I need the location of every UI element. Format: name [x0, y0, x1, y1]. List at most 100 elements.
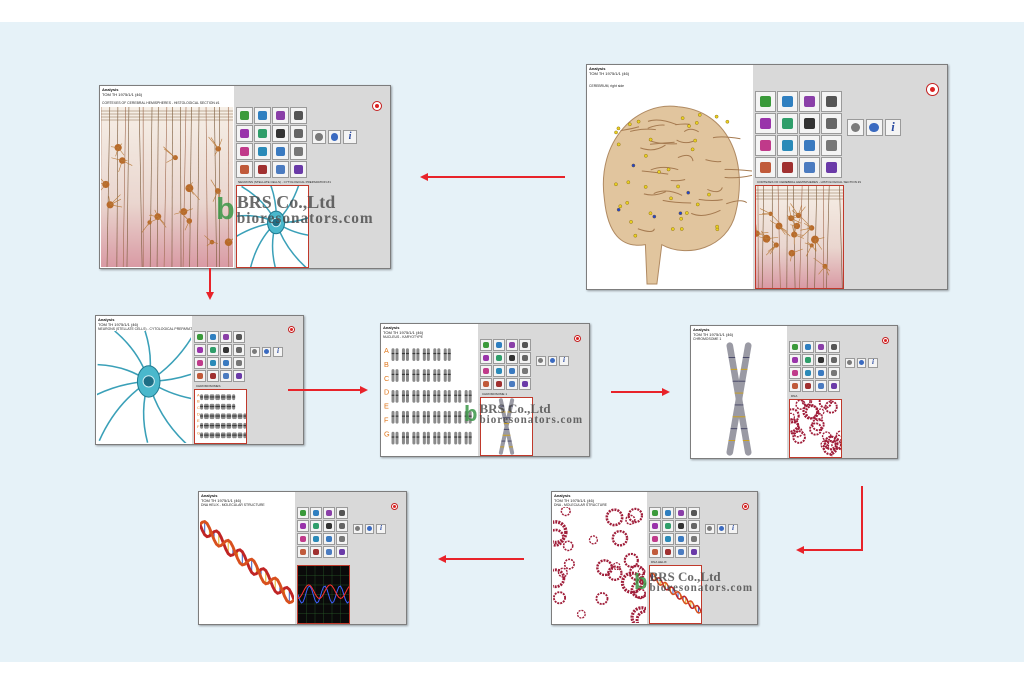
main-image-area[interactable] [101, 107, 233, 267]
triangle-button[interactable] [480, 352, 492, 364]
chromosome-button[interactable] [310, 507, 322, 519]
record-button[interactable] [288, 326, 295, 333]
meter-button[interactable] [821, 135, 842, 156]
arrow-button[interactable] [802, 354, 814, 366]
chart-button[interactable] [519, 378, 531, 390]
record-button[interactable] [372, 101, 382, 111]
wave-button[interactable] [194, 357, 206, 369]
dropper-button[interactable] [336, 520, 348, 532]
sub-image-preview[interactable]: DNA HELIX [649, 560, 702, 624]
chart-button[interactable] [233, 370, 245, 382]
record-button[interactable] [574, 335, 581, 342]
add-button[interactable] [297, 507, 309, 519]
bottle-button[interactable] [688, 507, 700, 519]
info-button[interactable]: i [559, 356, 569, 366]
tube-button[interactable] [815, 380, 827, 392]
info-button[interactable]: i [728, 524, 738, 534]
bottle-button[interactable] [519, 339, 531, 351]
record-button[interactable] [391, 503, 398, 510]
disc-button[interactable] [536, 356, 546, 366]
meter-button[interactable] [828, 367, 840, 379]
bottle-button[interactable] [233, 331, 245, 343]
dropper-button[interactable] [290, 125, 307, 142]
heart-button[interactable] [777, 157, 798, 178]
bottle-button[interactable] [828, 341, 840, 353]
flask-button[interactable] [261, 347, 272, 357]
meter-button[interactable] [233, 357, 245, 369]
main-image-area[interactable] [200, 507, 294, 623]
close-button[interactable] [323, 520, 335, 532]
disc-button[interactable] [845, 358, 855, 368]
disc-button[interactable] [705, 524, 715, 534]
sub-image-preview[interactable] [297, 565, 350, 624]
chromosome-button[interactable] [493, 339, 505, 351]
close-button[interactable] [675, 520, 687, 532]
tube-button[interactable] [799, 157, 820, 178]
record-button[interactable] [742, 503, 749, 510]
chromosome-button[interactable] [777, 91, 798, 112]
arrow-button[interactable] [254, 125, 271, 142]
chromosome-button[interactable] [662, 507, 674, 519]
close-button[interactable] [815, 354, 827, 366]
triangle-button[interactable] [649, 520, 661, 532]
chromosome-button[interactable] [207, 331, 219, 343]
sub-image-preview[interactable]: CORTEXES OF CEREBRAL HEMISPHERES - HISTO… [755, 180, 861, 289]
info-button[interactable]: i [884, 119, 902, 136]
tube-button[interactable] [506, 378, 518, 390]
magnet-button[interactable] [220, 331, 232, 343]
heart-button[interactable] [493, 378, 505, 390]
flask-button[interactable] [865, 119, 883, 136]
magnet-button[interactable] [323, 507, 335, 519]
meter-button[interactable] [688, 533, 700, 545]
add-button[interactable] [236, 107, 253, 124]
main-image-area[interactable] [97, 331, 191, 443]
screen-button[interactable] [493, 365, 505, 377]
close-button[interactable] [272, 125, 289, 142]
screen-button[interactable] [777, 135, 798, 156]
dropper-button[interactable] [828, 354, 840, 366]
chromosome-button[interactable] [802, 341, 814, 353]
flask-button[interactable] [327, 130, 342, 144]
wave-button[interactable] [755, 135, 776, 156]
triangle-button[interactable] [236, 125, 253, 142]
heart-button[interactable] [310, 546, 322, 558]
wave-button[interactable] [236, 143, 253, 160]
record-button[interactable] [882, 337, 889, 344]
tissue-button[interactable] [789, 380, 801, 392]
dropper-button[interactable] [821, 113, 842, 134]
magnet-button[interactable] [675, 507, 687, 519]
pill-button[interactable] [799, 135, 820, 156]
flask-button[interactable] [364, 524, 375, 534]
dropper-button[interactable] [688, 520, 700, 532]
flask-button[interactable] [547, 356, 558, 366]
tissue-button[interactable] [297, 546, 309, 558]
dropper-button[interactable] [519, 352, 531, 364]
dropper-button[interactable] [233, 344, 245, 356]
wave-button[interactable] [649, 533, 661, 545]
heart-button[interactable] [254, 161, 271, 178]
pill-button[interactable] [675, 533, 687, 545]
tissue-button[interactable] [194, 370, 206, 382]
add-button[interactable] [755, 91, 776, 112]
wave-button[interactable] [480, 365, 492, 377]
arrow-button[interactable] [777, 113, 798, 134]
flask-button[interactable] [856, 358, 867, 368]
chromosome-button[interactable] [254, 107, 271, 124]
record-button[interactable] [926, 83, 939, 96]
triangle-button[interactable] [789, 354, 801, 366]
magnet-button[interactable] [799, 91, 820, 112]
main-image-area[interactable] [588, 91, 752, 288]
triangle-button[interactable] [755, 113, 776, 134]
disc-button[interactable] [847, 119, 864, 136]
add-button[interactable] [649, 507, 661, 519]
tissue-button[interactable] [236, 161, 253, 178]
screen-button[interactable] [207, 357, 219, 369]
wave-button[interactable] [297, 533, 309, 545]
tube-button[interactable] [675, 546, 687, 558]
screen-button[interactable] [662, 533, 674, 545]
pill-button[interactable] [815, 367, 827, 379]
meter-button[interactable] [336, 533, 348, 545]
wave-button[interactable] [789, 367, 801, 379]
add-button[interactable] [480, 339, 492, 351]
